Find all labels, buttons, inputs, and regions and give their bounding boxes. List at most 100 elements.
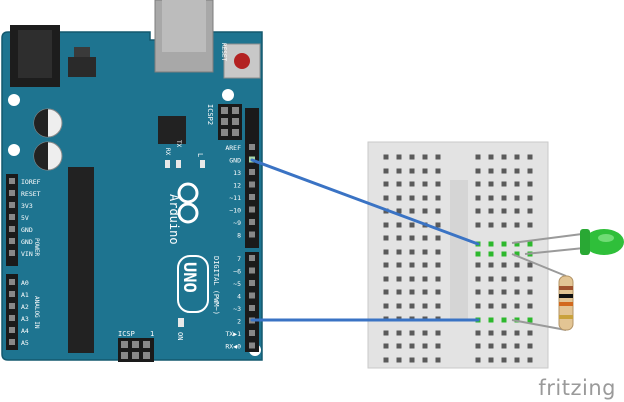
digital-pin-label: 13 (233, 169, 241, 177)
breadboard-hole (383, 154, 389, 160)
breadboard-hole (488, 195, 494, 201)
header-pin (9, 190, 15, 196)
breadboard-hole (435, 195, 441, 201)
analog-pin-label: A1 (21, 291, 29, 299)
digital-pin-label: RX◀0 (225, 343, 241, 351)
breadboard-hole (514, 262, 520, 268)
breadboard-hole (527, 168, 533, 174)
breadboard-hole (435, 249, 441, 255)
breadboard-hole (422, 262, 428, 268)
breadboard-hole (435, 276, 441, 282)
atmega-chip (68, 167, 94, 353)
breadboard-hole (396, 357, 402, 363)
breadboard-hole (383, 222, 389, 228)
breadboard-hole (475, 343, 481, 349)
breadboard-hole (488, 154, 494, 160)
breadboard-hole (383, 289, 389, 295)
header-pin (9, 327, 15, 333)
breadboard-hole (396, 249, 402, 255)
digital-pin-label: ~3 (233, 305, 241, 313)
breadboard-hole (488, 303, 494, 309)
breadboard-hole (514, 208, 520, 214)
breadboard-hole (435, 208, 441, 214)
header-pin (249, 330, 255, 336)
digital-pin-label: TX▶1 (225, 330, 241, 338)
breadboard-hole (435, 330, 441, 336)
regulator-tab (74, 47, 90, 57)
breadboard-hole (514, 195, 520, 201)
breadboard-hole (475, 330, 481, 336)
breadboard-hole (488, 168, 494, 174)
breadboard-hole (488, 208, 494, 214)
breadboard-hole (475, 262, 481, 268)
breadboard-hole (527, 317, 533, 323)
l-label: L (196, 153, 204, 157)
breadboard-hole (422, 276, 428, 282)
breadboard-hole (501, 317, 507, 323)
breadboard-hole (501, 168, 507, 174)
breadboard-hole (488, 343, 494, 349)
digital-label: DIGITAL (PWM~) (212, 256, 220, 315)
header-pin (9, 291, 15, 297)
breadboard-hole (383, 235, 389, 241)
header-pin (249, 267, 255, 274)
power-pin-label: VIN (21, 250, 33, 258)
breadboard-hole (527, 154, 533, 160)
breadboard-hole (396, 262, 402, 268)
breadboard-hole (514, 343, 520, 349)
breadboard-hole (396, 208, 402, 214)
digital-pin-label: ~6 (233, 268, 241, 276)
breadboard-hole (435, 357, 441, 363)
breadboard-hole (409, 208, 415, 214)
breadboard-hole (435, 262, 441, 268)
tx-led (176, 160, 181, 168)
breadboard-hole (488, 222, 494, 228)
breadboard-hole (435, 168, 441, 174)
breadboard-hole (527, 303, 533, 309)
header-pin (249, 342, 255, 349)
green-led (511, 229, 624, 255)
breadboard-hole (383, 330, 389, 336)
breadboard-hole (435, 222, 441, 228)
digital-pin-label: GND (229, 157, 241, 165)
analog-pin-label: A5 (21, 339, 29, 347)
breadboard-hole (435, 289, 441, 295)
breadboard-hole (383, 343, 389, 349)
breadboard-hole (527, 222, 533, 228)
breadboard-hole (396, 276, 402, 282)
uno-badge (177, 255, 209, 313)
breadboard-hole (501, 357, 507, 363)
analog-header (6, 274, 18, 350)
breadboard-hole (475, 181, 481, 187)
header-pin (249, 206, 255, 213)
breadboard-hole (383, 195, 389, 201)
breadboard-hole (488, 251, 494, 257)
icsp2-header (218, 104, 242, 140)
analog-pin-label: A0 (21, 279, 29, 287)
mount-hole (8, 94, 20, 106)
breadboard-hole (383, 262, 389, 268)
digital-pin-label: 4 (237, 293, 241, 301)
breadboard-hole (396, 181, 402, 187)
breadboard-hole (396, 195, 402, 201)
breadboard-hole (475, 168, 481, 174)
power-label: POWER (33, 238, 40, 256)
breadboard-hole (383, 357, 389, 363)
breadboard-hole (501, 241, 507, 247)
header-pin (249, 305, 255, 311)
icsp2-label: ICSP2 (206, 104, 214, 125)
breadboard-hole (514, 241, 520, 247)
breadboard-hole (514, 289, 520, 295)
breadboard-hole (488, 241, 494, 247)
analog-pin-label: A4 (21, 327, 29, 335)
breadboard-hole (422, 357, 428, 363)
reset-label: RESET (220, 43, 227, 61)
breadboard-hole (409, 249, 415, 255)
breadboard-hole (422, 195, 428, 201)
header-pin (9, 178, 15, 184)
breadboard-hole (527, 262, 533, 268)
breadboard-hole (409, 330, 415, 336)
digital-pin-label: AREF (225, 144, 241, 152)
arduino-logo (177, 182, 199, 224)
breadboard-hole (383, 249, 389, 255)
